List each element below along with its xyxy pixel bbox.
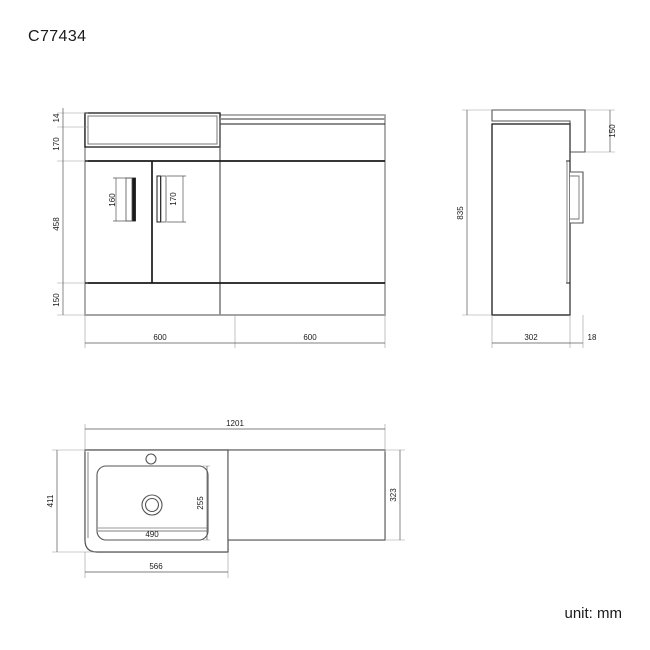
front-basin-inner — [87, 115, 218, 145]
front-hdim-label-right: 600 — [303, 333, 317, 342]
right-door-handle — [156, 175, 161, 223]
plan-dim-label-323: 323 — [389, 488, 398, 502]
side-hdim-label-18: 18 — [588, 333, 597, 342]
front-dim-label-150: 150 — [52, 293, 61, 307]
plan-dim-label-490: 490 — [145, 530, 159, 539]
plan-dim-label-255: 255 — [196, 496, 205, 510]
left-door-handle — [131, 177, 136, 222]
left-handle-dim-label: 160 — [108, 193, 117, 207]
plan-right-worktop — [227, 449, 386, 541]
side-door-handle — [570, 171, 584, 224]
side-dim-label-835: 835 — [456, 206, 465, 220]
right-handle-dim-label: 170 — [169, 192, 178, 206]
front-dim-label-170: 170 — [52, 137, 61, 151]
front-elevation-view: 160 170 14 170 458 — [52, 108, 386, 348]
front-dim-label-458: 458 — [52, 217, 61, 231]
side-door-handle-inner — [570, 175, 580, 220]
side-dim-label-150: 150 — [608, 124, 617, 138]
tap-hole-icon — [145, 453, 157, 465]
page-title: C77434 — [28, 28, 87, 45]
side-hdim-label-302: 302 — [524, 333, 538, 342]
waste-drain-inner-icon — [144, 497, 160, 513]
plan-dim-label-566: 566 — [149, 562, 163, 571]
plan-dim-label-1201: 1201 — [226, 419, 244, 428]
side-elevation-view: 835 150 302 18 — [456, 109, 617, 348]
left-door-handle-body — [125, 177, 133, 222]
front-hdim-label-left: 600 — [153, 333, 167, 342]
side-cabinet-body — [491, 123, 571, 316]
front-dim-label-14: 14 — [52, 113, 61, 122]
unit-note: unit: mm — [564, 605, 622, 622]
plan-dim-label-411: 411 — [46, 494, 55, 507]
plan-view: 1201 411 323 255 490 566 — [46, 419, 405, 578]
right-door-handle-body — [160, 175, 167, 223]
